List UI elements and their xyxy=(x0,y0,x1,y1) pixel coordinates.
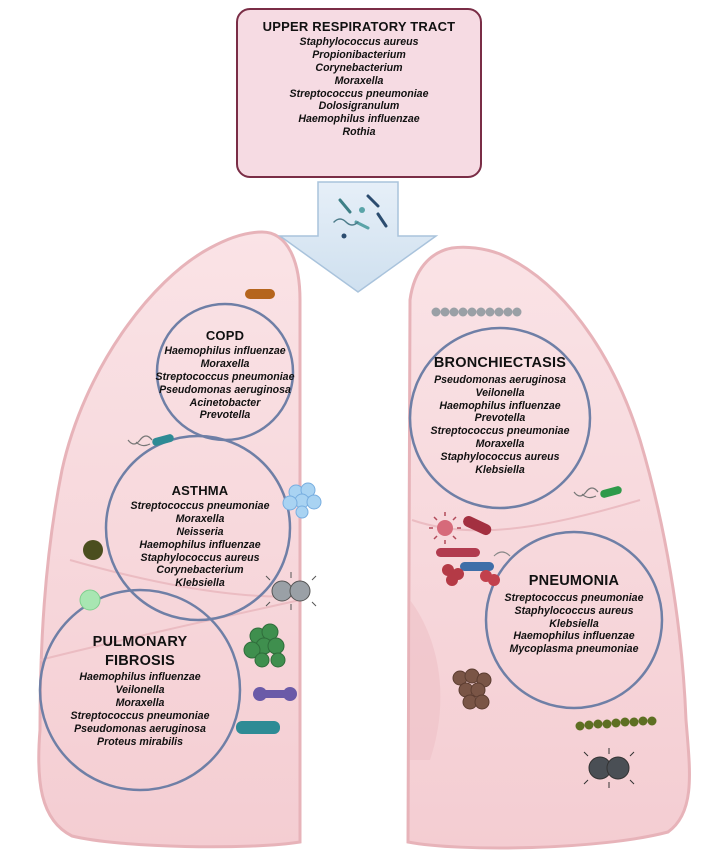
organism-item: Rothia xyxy=(342,126,376,139)
organism-item: Neisseria xyxy=(176,525,224,538)
pulmonary-fibrosis-panel: PULMONARY FIBROSIS Haemophilus influenza… xyxy=(46,634,234,749)
left-lung-fissure xyxy=(69,559,301,598)
virus-icon xyxy=(429,512,461,544)
organism-item: Pseudomonas aeruginosa xyxy=(159,383,291,396)
organism-item: Haemophilus influenzae xyxy=(164,344,286,357)
organism-item: Staphylococcus aureus xyxy=(299,35,419,48)
organism-item: Pseudomonas aeruginosa xyxy=(74,723,206,736)
cluster-cocci-icon xyxy=(452,668,492,710)
pneumonia-title: PNEUMONIA xyxy=(528,573,620,589)
diplococcus-icon xyxy=(583,748,635,788)
flagellated-bacterium-icon xyxy=(127,434,174,447)
chain-rod-bacterium-icon xyxy=(436,548,511,571)
rod-bacterium-icon xyxy=(245,289,275,299)
organism-item: Haemophilus influenzae xyxy=(298,113,420,126)
organism-item: Proteus mirabilis xyxy=(97,735,183,748)
pulmonary-fibrosis-title-line2: FIBROSIS xyxy=(104,652,176,669)
cluster-cocci-icon xyxy=(243,623,286,668)
left-lung xyxy=(37,230,302,849)
organism-item: Prevotella xyxy=(199,409,251,422)
upper-respiratory-tract-title: UPPER RESPIRATORY TRACT xyxy=(262,19,456,34)
copd-panel: COPD Haemophilus influenzae Moraxella St… xyxy=(150,328,300,422)
right-lung xyxy=(406,245,691,850)
bronchiectasis-panel: BRONCHIECTASIS Pseudomonas aeruginosa Ve… xyxy=(412,355,588,477)
upper-respiratory-tract-box xyxy=(236,8,482,178)
pneumonia-circle xyxy=(484,530,664,710)
copd-title: COPD xyxy=(205,328,245,343)
rod-bacterium-icon xyxy=(463,516,492,536)
asthma-title: ASTHMA xyxy=(171,483,229,498)
chain-bacteria-icon xyxy=(431,307,522,317)
organism-item: Klebsiella xyxy=(549,617,599,630)
left-lung-fissure xyxy=(39,599,301,661)
organism-item: Moraxella xyxy=(115,697,165,710)
pneumonia-panel: PNEUMONIA Streptococcus pneumoniae Staph… xyxy=(490,573,658,656)
microbes-in-arrow-icon xyxy=(333,194,388,239)
organism-item: Staphylococcus aureus xyxy=(140,551,260,564)
flagellated-bacterium-icon xyxy=(573,486,622,499)
diplococcus-icon xyxy=(480,570,500,586)
upper-respiratory-tract-panel: UPPER RESPIRATORY TRACT Staphylococcus a… xyxy=(236,19,482,139)
organism-item: Moraxella xyxy=(334,74,384,87)
bronchiectasis-circle xyxy=(408,326,592,510)
organism-item: Haemophilus influenzae xyxy=(79,671,201,684)
organism-item: Pseudomonas aeruginosa xyxy=(434,373,566,386)
organism-item: Prevotella xyxy=(474,412,526,425)
organism-item: Haemophilus influenzae xyxy=(513,630,635,643)
organism-item: Staphylococcus aureus xyxy=(514,604,634,617)
organism-item: Klebsiella xyxy=(175,577,225,590)
organism-item: Streptococcus pneumoniae xyxy=(504,591,644,604)
organism-item: Streptococcus pneumoniae xyxy=(289,87,429,100)
coccus-icon xyxy=(83,540,103,560)
organism-item: Moraxella xyxy=(475,438,525,451)
organism-item: Moraxella xyxy=(200,357,250,370)
diplococcus-icon xyxy=(265,572,317,610)
organism-item: Propionibacterium xyxy=(312,48,406,61)
asthma-panel: ASTHMA Streptococcus pneumoniae Moraxell… xyxy=(114,483,286,590)
organism-item: Klebsiella xyxy=(475,464,525,477)
dumbbell-bacterium-icon xyxy=(253,687,297,701)
organism-item: Staphylococcus aureus xyxy=(440,451,560,464)
organism-item: Streptococcus pneumoniae xyxy=(430,425,570,438)
asthma-circle xyxy=(104,434,292,622)
organism-item: Streptococcus pneumoniae xyxy=(70,710,210,723)
organism-item: Acinetobacter xyxy=(189,396,261,409)
cluster-cocci-icon xyxy=(282,482,322,519)
bronchiectasis-title: BRONCHIECTASIS xyxy=(433,355,567,371)
fibrosis-circle xyxy=(38,588,242,792)
organism-item: Moraxella xyxy=(175,512,225,525)
rod-bacterium-icon xyxy=(236,721,280,734)
chain-bacteria-icon xyxy=(575,716,657,731)
organism-item: Veilonella xyxy=(115,684,165,697)
right-lung-darker-lobe xyxy=(410,600,441,760)
organism-item: Streptococcus pneumoniae xyxy=(130,499,270,512)
right-lung-fissure xyxy=(411,499,641,532)
organism-item: Veilonella xyxy=(475,386,525,399)
organism-item: Dolosigranulum xyxy=(318,100,400,113)
coccus-icon xyxy=(79,589,101,611)
pulmonary-fibrosis-title-line1: PULMONARY xyxy=(92,634,188,650)
cluster-cocci-icon xyxy=(442,564,464,586)
organism-item: Haemophilus influenzae xyxy=(439,399,561,412)
organism-item: Streptococcus pneumoniae xyxy=(155,370,295,383)
organism-item: Mycoplasma pneumoniae xyxy=(509,643,639,656)
organism-item: Haemophilus influenzae xyxy=(139,538,261,551)
organism-item: Corynebacterium xyxy=(315,61,403,74)
organism-item: Corynebacterium xyxy=(156,564,244,577)
down-arrow xyxy=(277,181,439,293)
